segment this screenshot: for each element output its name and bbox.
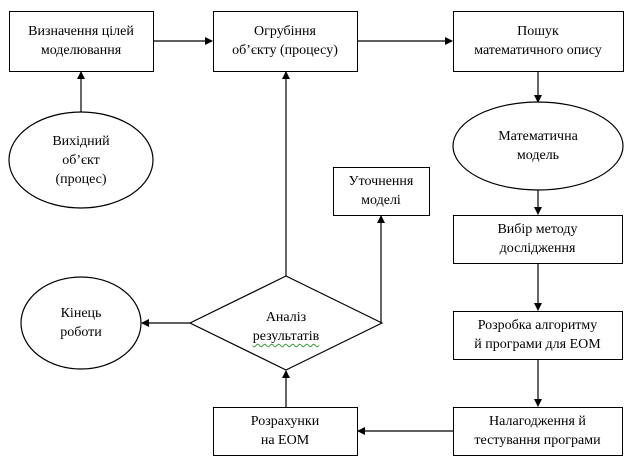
node-end-line: роботи xyxy=(60,325,102,340)
node-source-line: Вихідний xyxy=(52,133,110,149)
node-algorithm-line: й програми для ЕОМ xyxy=(474,337,601,352)
node-method-line: дослідження xyxy=(499,241,576,256)
node-debug-label: Налагодження й тестування програми xyxy=(453,407,622,455)
node-compute-line: Розрахунки xyxy=(250,414,320,429)
node-refine-line: Уточнення xyxy=(348,174,414,189)
node-algorithm-rectangle xyxy=(453,311,623,360)
node-algorithm-line: Розробка алгоритму xyxy=(477,318,598,333)
node-coarsen-label: Огрубіння об’єкту (процесу) xyxy=(213,11,357,71)
node-debug-rectangle xyxy=(453,407,623,456)
node-coarsen-rectangle xyxy=(213,11,358,72)
node-goals-line: моделювання xyxy=(40,43,122,58)
node-search-line: Пошук xyxy=(517,24,559,39)
node-refine-line: моделі xyxy=(361,193,401,208)
node-mathmodel-line: Математична xyxy=(498,129,578,144)
node-refine-rectangle xyxy=(333,167,430,216)
node-compute-rectangle xyxy=(213,407,358,456)
node-method-line: Вибір методу xyxy=(497,222,578,237)
node-algorithm-label: Розробка алгоритму й програми для ЕОМ xyxy=(453,311,622,359)
node-analysis-label: Аналіз результатів xyxy=(190,276,382,374)
node-method-rectangle xyxy=(453,215,623,264)
node-search-label: Пошук математичного опису xyxy=(453,11,623,71)
node-goals-line: Визначення цілей xyxy=(28,24,134,39)
node-source-line: (процес) xyxy=(55,171,107,187)
node-goals-label: Визначення цілей моделювання xyxy=(9,11,153,71)
node-analysis-line: Аналіз xyxy=(265,310,307,325)
node-coarsen-line: об’єкту (процесу) xyxy=(232,43,338,58)
node-compute-line: на ЕОМ xyxy=(260,433,310,448)
node-mathmodel-line: модель xyxy=(516,148,560,163)
node-end-label: Кінець роботи xyxy=(21,277,141,369)
node-end-line: Кінець xyxy=(60,306,102,321)
node-goals-rectangle xyxy=(9,11,154,72)
node-refine-label: Уточнення моделі xyxy=(333,167,429,215)
node-mathmodel-label: Математична модель xyxy=(453,102,623,190)
node-search-line: математичного опису xyxy=(474,43,602,58)
node-debug-line: Налагодження й xyxy=(489,414,586,429)
node-source-label: Вихідний об’єкт (процес) xyxy=(9,112,153,208)
node-source-line: об’єкт xyxy=(62,152,100,168)
node-analysis-line: результатів xyxy=(252,329,320,344)
node-compute-label: Розрахунки на ЕОМ xyxy=(213,407,357,455)
node-debug-line: тестування програми xyxy=(474,433,601,448)
node-search-rectangle xyxy=(453,11,624,72)
node-method-label: Вибір методу дослідження xyxy=(453,215,622,263)
node-coarsen-line: Огрубіння xyxy=(254,24,316,39)
